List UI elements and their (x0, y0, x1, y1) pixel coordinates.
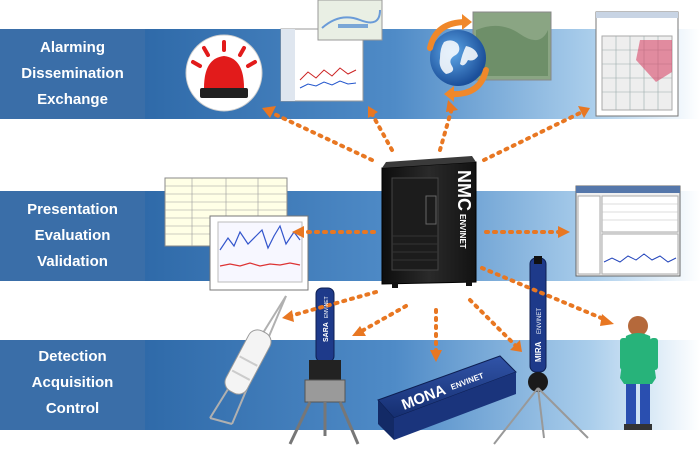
band-line: Detection (38, 348, 107, 365)
arrow-to-website (370, 112, 394, 152)
website-screenshot (280, 0, 383, 102)
band-line: Control (45, 400, 100, 417)
band-alarming-label-bg (0, 29, 145, 119)
arrow-to-person (480, 266, 608, 322)
band-detection-text: Detection Acquisition Control (0, 344, 145, 422)
mira-probe-device (493, 256, 589, 445)
arrow-to-probe (288, 290, 378, 318)
band-alarming-text: Alarming Dissemination Exchange (0, 35, 145, 113)
arrow-to-globe (438, 106, 454, 152)
mira-sub-text: ENVINET (537, 308, 543, 334)
band-line: Acquisition (31, 374, 114, 391)
band-presentation-label-bg (0, 191, 145, 281)
band-line: Dissemination (21, 65, 124, 82)
person-icon (620, 316, 658, 430)
band-line: Presentation (27, 201, 118, 218)
server-brand-text: NMC (454, 170, 474, 211)
band-line: Evaluation (34, 227, 111, 244)
software-screenshot (575, 185, 681, 277)
band-presentation-text: Presentation Evaluation Validation (0, 197, 145, 275)
connection-arrows (268, 106, 608, 356)
sara-brand-text: SARA (323, 322, 330, 342)
mona-detector-box (377, 355, 517, 440)
band-line: Alarming (39, 39, 105, 56)
arrow-heads (262, 100, 614, 362)
arrow-to-alarm (268, 110, 374, 162)
arrow-to-mira (468, 298, 518, 348)
globe-exchange-icon (427, 11, 552, 102)
band-line: Exchange (37, 91, 108, 108)
probe-detector-device (209, 295, 287, 425)
arrow-to-sara (358, 304, 408, 334)
server-rack-icon (381, 156, 477, 288)
sara-sub-text: ENVINET (324, 296, 330, 318)
alarm-beacon-icon (185, 34, 263, 112)
map-report-screenshot (595, 11, 679, 117)
mira-brand-text: MIRA (534, 341, 543, 362)
band-line: Validation (37, 253, 108, 270)
server-sub-text: ENVINET (458, 214, 467, 249)
arrow-to-map (482, 110, 584, 162)
timeseries-chart-screenshot (209, 215, 309, 291)
band-detection-label-bg (0, 340, 145, 430)
